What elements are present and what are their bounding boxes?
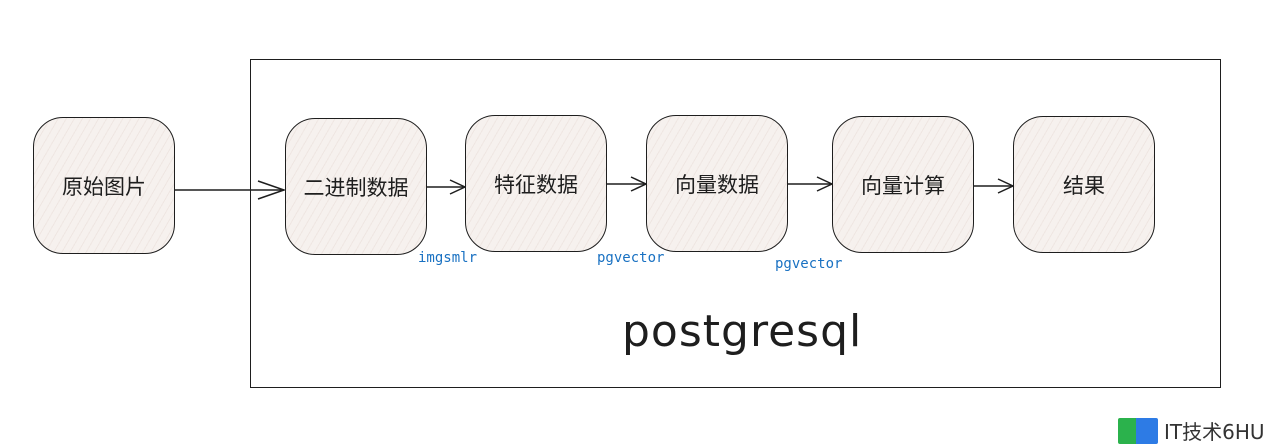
arrow-3 [607, 176, 648, 192]
node-raw-image: 原始图片 [33, 117, 175, 254]
watermark: IT技术6HU [1118, 416, 1265, 445]
node-feature-data: 特征数据 [465, 115, 607, 252]
container-label: postgresql [622, 306, 863, 357]
watermark-text: IT技术6HU [1164, 420, 1265, 444]
arrow-1 [175, 180, 287, 200]
arrow-4 [788, 176, 834, 192]
node-vector-compute: 向量计算 [832, 116, 974, 253]
watermark-logo-icon [1118, 417, 1158, 444]
postgresql-container [250, 59, 1221, 388]
node-binary-data: 二进制数据 [285, 118, 427, 255]
node-vector-data: 向量数据 [646, 115, 788, 252]
arrows [175, 176, 1015, 200]
edge-label-pgvector-1: pgvector [597, 250, 665, 266]
arrow-2 [427, 179, 467, 195]
edge-label-pgvector-2: pgvector [775, 256, 843, 272]
node-result: 结果 [1013, 116, 1155, 253]
arrow-5 [974, 178, 1015, 194]
edge-label-imgsmlr: imgsmlr [418, 250, 478, 266]
